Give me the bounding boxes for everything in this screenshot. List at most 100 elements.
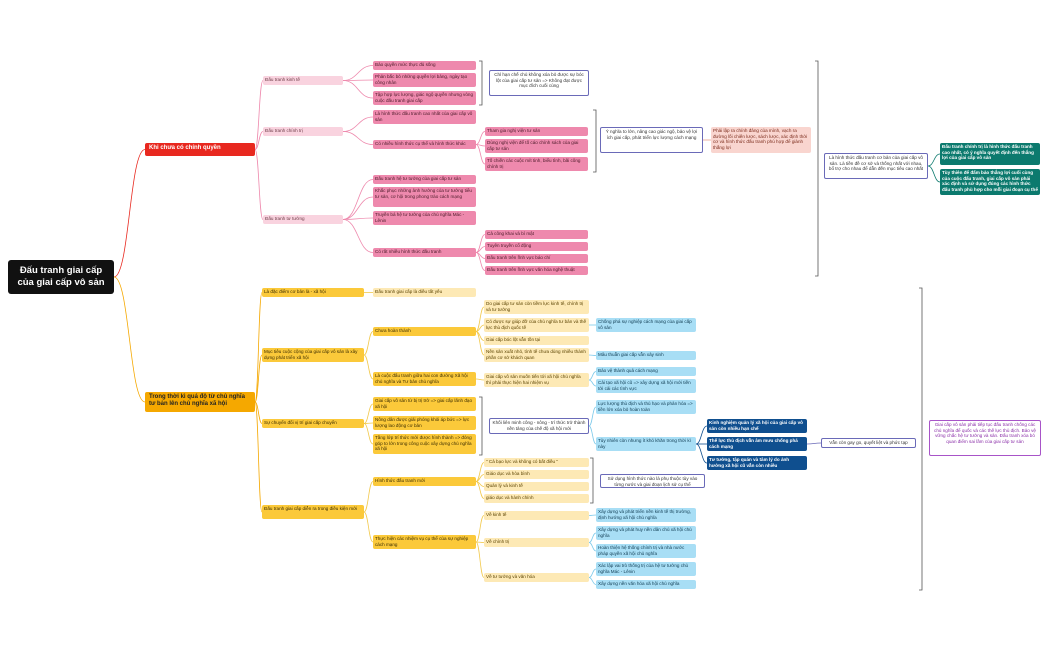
political-sub-1[interactable]: Tham gia nghị viện tư sản — [485, 127, 588, 136]
s2-a-right-1[interactable]: Chống phá sự nghiệp cách mạng của giai c… — [596, 318, 696, 332]
s4-form-3[interactable]: Quản lý và kinh tế — [484, 482, 589, 491]
s3-item-2[interactable]: Nông dân được giải phóng khỏi áp bức => … — [373, 416, 476, 430]
connector — [254, 131, 264, 150]
s4-political-item-1[interactable]: Xây dựng và phát huy nền dân chủ xã hội … — [596, 526, 696, 540]
economic-item-2[interactable]: Phản bắc bỏ những quyền lợi bảng, ngày t… — [373, 73, 476, 87]
economic-item-3[interactable]: Tập hợp lực lượng, giác ngộ quyền nhưng … — [373, 91, 476, 105]
bracket — [919, 287, 923, 591]
root-node[interactable]: Đấu tranh giai cấp của giai cấp vô sản — [8, 260, 114, 294]
ideological-form-2[interactable]: Tuyên truyền cổ động — [485, 242, 588, 251]
connector — [806, 442, 822, 445]
s4-political-label[interactable]: Về chính trị — [484, 538, 589, 547]
s2-b-mid[interactable]: Giai cấp vô sản muốn tiến tới xã hội chủ… — [484, 373, 589, 387]
s4-economic-label[interactable]: Về kinh tế — [484, 511, 589, 520]
s4-form-2[interactable]: Giáo dục và hòa bình — [484, 470, 589, 479]
connector — [588, 371, 597, 381]
s3-blue-note-2[interactable]: Thế lực thù địch vẫn âm mưu chống phá cá… — [707, 437, 807, 451]
connector — [254, 401, 263, 424]
s2-a-item-4[interactable]: Nền sản xuất nhỏ, tình tế chưa dùng nhiề… — [484, 348, 589, 362]
s2-b[interactable]: Là cuộc đấu tranh giữa hai con đường Xã … — [373, 372, 476, 386]
ideological-form-4[interactable]: Đấu tranh trên lĩnh vực văn hóa nghệ thu… — [485, 266, 588, 275]
s4-label[interactable]: Đấu tranh giai cấp diễn ra trong điều ki… — [262, 505, 364, 519]
political-party-note[interactable]: Phải lập ra chính đảng của mình, vạch ra… — [711, 127, 811, 153]
s4-economic-item-1[interactable]: Xây dựng và phát triển nền kinh tế thị t… — [596, 508, 696, 522]
s4-form-1[interactable]: " Cả bạo lực và không có bất điều " — [484, 458, 589, 467]
branch1-conclusion[interactable]: Là hình thức đấu tranh cơ bản của giai c… — [824, 153, 928, 179]
connector — [475, 541, 485, 543]
s4-forms-note[interactable]: Sử dụng hình thức nào là phụ thuộc tùy v… — [600, 474, 705, 488]
connector — [588, 577, 597, 585]
branch1-right-note-1[interactable]: Đấu tranh chính trị là hình thức đấu tra… — [940, 143, 1040, 165]
s3-blue-note-1[interactable]: Kinh nghiệm quản lý xã hội của giai cấp … — [707, 419, 807, 433]
bracket — [479, 60, 483, 106]
s3-label[interactable]: Sự chuyển đổi vị trí giai cấp chuyển — [262, 419, 364, 428]
connector — [363, 422, 374, 424]
s3-conclusion[interactable]: Vẫn còn gay go, quyết liệt và phức tạp — [821, 438, 916, 448]
s2-a-right-2[interactable]: Mâu thuẫn giai cấp vẫn xảy sinh — [596, 351, 696, 360]
s4-form-4[interactable]: giáo dục và hành chính — [484, 494, 589, 503]
connector — [363, 331, 374, 356]
s4-ideological-label[interactable]: Về tư tưởng và văn hóa — [484, 573, 589, 582]
connector — [342, 65, 374, 81]
s2-label[interactable]: Mục tiêu cuộc cộng của giai cấp vô sản l… — [262, 348, 364, 362]
connector — [588, 354, 597, 356]
connector — [254, 80, 264, 150]
ideological-item-4[interactable]: Có rất nhiều hình thức đấu tranh — [373, 248, 476, 257]
s3-blue-note-3[interactable]: Tư tưởng, tập quán và tâm lý do ảnh hưởn… — [707, 456, 807, 470]
connector — [342, 196, 374, 220]
ideological-form-1[interactable]: Cả công khai và bí mật — [485, 230, 588, 239]
s4-tasks-label[interactable]: Thực hiện các nhiệm vụ cụ thể của sự ngh… — [373, 535, 476, 549]
branch-before-power[interactable]: Khi chưa có chính quyền — [145, 143, 255, 156]
s4-forms-label[interactable]: Hình thức đấu tranh mới — [373, 477, 476, 486]
political-sub-3[interactable]: Tố chiến các cuộc mít tinh, biểu tình, b… — [485, 157, 588, 171]
ideological-struggle-label[interactable]: Đấu tranh tư tưởng — [263, 215, 343, 224]
economic-item-1[interactable]: Bảo quyền mức thực đủ sống — [373, 61, 476, 70]
branch1-right-note-2[interactable]: Tùy thiên để đấm bảo thắng lợi cuối cùng… — [940, 169, 1040, 195]
s1-label[interactable]: Là đặc điểm cơ bản là - xã hội — [262, 288, 364, 297]
connector — [927, 165, 941, 183]
s3-item-1[interactable]: Giai cấp vô sản từ bị trị trở => giai cấ… — [373, 397, 476, 411]
connector — [363, 403, 374, 424]
s3-alliance[interactable]: Khối liên minh công - nông - trí thức tr… — [489, 418, 589, 434]
s2-b-right-2[interactable]: Cải tạo xã hội cũ => xây dựng xã hội mới… — [596, 379, 696, 393]
ideological-form-3[interactable]: Đấu tranh trên lĩnh vực báo chí — [485, 254, 588, 263]
connector — [363, 511, 374, 543]
connector — [475, 481, 485, 499]
s3-alliance-right-2[interactable]: Tùy nhiên còn nhưng ít khó khăn trong th… — [596, 437, 696, 451]
connector — [342, 217, 374, 220]
connector — [254, 149, 264, 220]
political-meaning[interactable]: Ý nghĩa to lớn, nâng cao giác ngộ, bảo v… — [600, 127, 703, 153]
political-item-1[interactable]: Là hình thức đấu tranh cao nhất của giai… — [373, 110, 476, 124]
connector — [588, 542, 597, 552]
connector — [342, 116, 374, 132]
s4-ideological-item-2[interactable]: Xây dựng nền văn hóa xã hội chủ nghĩa — [596, 580, 696, 589]
political-struggle-label[interactable]: Đấu tranh chính trị — [263, 127, 343, 136]
branch-transition-period[interactable]: Trong thời kì quá độ từ chủ nghĩa tư bản… — [145, 392, 255, 412]
s2-a-item-1[interactable]: Do giai cấp tư sản còn tiềm lực kinh tế,… — [484, 300, 589, 314]
s2-b-right-1[interactable]: Bảo vệ thành quả cách mạng — [596, 367, 696, 376]
ideological-item-2[interactable]: Khắc phục những ảnh hưởng của tư tưởng t… — [373, 187, 476, 207]
ideological-item-3[interactable]: Truyền bá hệ tư tưởng của chủ nghĩa Mác … — [373, 211, 476, 225]
s2-a[interactable]: Chưa hoàn thành — [373, 327, 476, 336]
connector — [588, 425, 597, 445]
s2-a-item-3[interactable]: Giai cấp bóc lột vẫn tồn tại — [484, 336, 589, 345]
s4-political-item-2[interactable]: Hoàn thiện hệ thống chính trị và nhà nướ… — [596, 544, 696, 558]
branch2-final-note[interactable]: Giai cấp vô sản phải tiếp tục đấu tranh … — [929, 420, 1041, 456]
connector — [695, 425, 708, 445]
s3-item-3[interactable]: Tầng lớp trí thức mới được hình thành =>… — [373, 434, 476, 454]
economic-struggle-label[interactable]: Đấu tranh kinh tế — [263, 76, 343, 85]
political-item-2[interactable]: Có nhiều hình thức cụ thể và hình thức k… — [373, 140, 476, 149]
connector — [475, 331, 485, 356]
s1-item[interactable]: Đấu tranh giai cấp là điều tất yếu — [373, 288, 476, 297]
bracket — [815, 60, 819, 277]
economic-summary[interactable]: Chỉ hạn chế chủ không xóa bỏ được sự bóc… — [489, 70, 589, 96]
ideological-item-1[interactable]: Đấu tranh hệ tư tưởng của giai cấp tư sả… — [373, 175, 476, 184]
connector — [342, 179, 374, 220]
connector — [475, 131, 486, 145]
political-sub-2[interactable]: Dùng nghị viện để tố cáo chính sách của … — [485, 139, 588, 153]
s4-ideological-item-1[interactable]: Xác lập vai trò thống trị của hệ tư tưởn… — [596, 562, 696, 576]
s3-alliance-right-1[interactable]: Lực lượng thù địch và thủ hạo và phản hó… — [596, 400, 696, 414]
connector — [342, 219, 374, 253]
s2-a-item-2[interactable]: Có được sự giúp đỡ của chủ nghĩa tư bản … — [484, 318, 589, 332]
